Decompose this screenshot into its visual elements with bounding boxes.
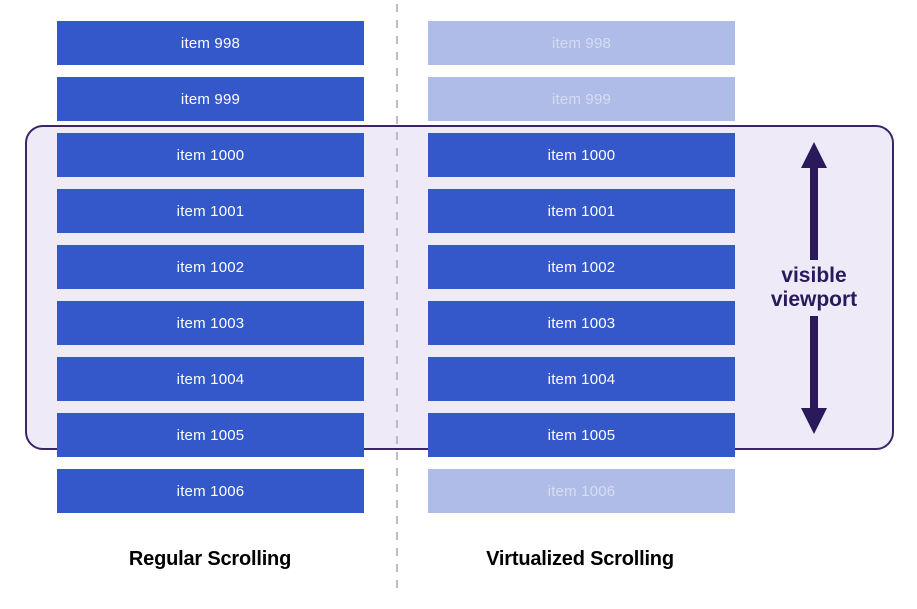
list-item[interactable]: item 999	[428, 77, 735, 121]
list-item[interactable]: item 1004	[428, 357, 735, 401]
list-item[interactable]: item 1006	[57, 469, 364, 513]
list-item[interactable]: item 1001	[428, 189, 735, 233]
arrow-down-icon	[801, 315, 827, 434]
list-item[interactable]: item 1005	[428, 413, 735, 457]
list-item[interactable]: item 1006	[428, 469, 735, 513]
list-item[interactable]: item 1004	[57, 357, 364, 401]
list-item[interactable]: item 998	[428, 21, 735, 65]
list-item[interactable]: item 998	[57, 21, 364, 65]
list-item[interactable]: item 1000	[428, 133, 735, 177]
list-item[interactable]: item 1002	[428, 245, 735, 289]
list-item[interactable]: item 1000	[57, 133, 364, 177]
visible-viewport-annotation: visible viewport	[752, 133, 876, 443]
list-item[interactable]: item 1001	[57, 189, 364, 233]
list-item[interactable]: item 1002	[57, 245, 364, 289]
list-item[interactable]: item 1005	[57, 413, 364, 457]
list-item[interactable]: item 1003	[57, 301, 364, 345]
list-item[interactable]: item 999	[57, 77, 364, 121]
arrow-up-icon	[801, 142, 827, 261]
caption-regular-scrolling: Regular Scrolling	[128, 548, 292, 570]
column-divider	[396, 4, 398, 596]
list-item[interactable]: item 1003	[428, 301, 735, 345]
caption-virtualized-scrolling: Virtualized Scrolling	[486, 548, 674, 570]
visible-viewport-label: visible viewport	[770, 264, 858, 311]
